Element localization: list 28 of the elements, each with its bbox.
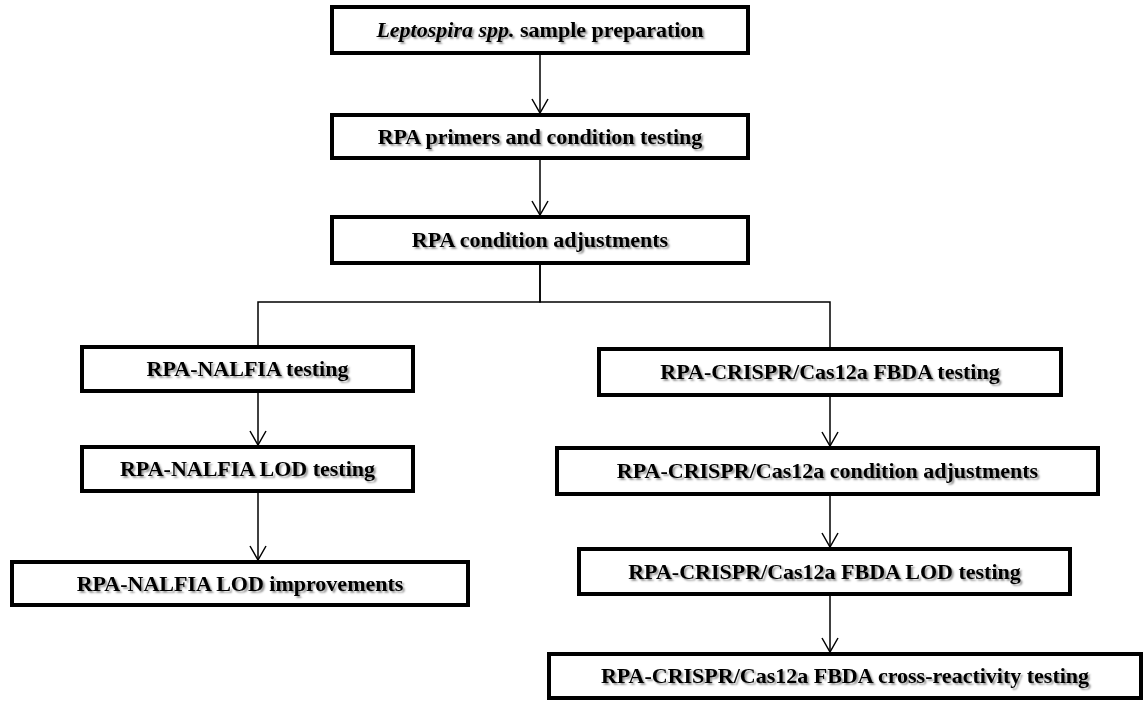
process-box — [597, 347, 1063, 397]
arrow — [821, 595, 839, 653]
process-box — [577, 547, 1072, 596]
step-label: RPA-CRISPR/Cas12a FBDA testing — [660, 359, 1000, 385]
connector-line — [539, 264, 831, 348]
process-box — [330, 113, 750, 160]
step-label: RPA-CRISPR/Cas12a FBDA LOD testing — [628, 558, 1021, 585]
step-label: RPA-NALFIA LOD testing — [120, 456, 375, 482]
process-box — [10, 560, 470, 607]
process-box — [330, 215, 750, 265]
step-label: Leptospira spp. sample preparation — [376, 17, 704, 43]
process-box — [547, 652, 1143, 700]
step-label: RPA condition adjustments — [411, 227, 669, 253]
arrow — [249, 392, 267, 446]
process-box — [80, 445, 415, 493]
process-box — [555, 446, 1100, 496]
arrow — [821, 396, 839, 447]
process-box — [80, 345, 415, 393]
step-label: RPA primers and condition testing — [377, 123, 703, 150]
arrow — [531, 159, 549, 216]
step-label: RPA-NALFIA LOD improvements — [76, 570, 404, 597]
arrow — [249, 492, 267, 561]
arrow — [531, 54, 549, 114]
step-label: RPA-CRISPR/Cas12a FBDA cross-reactivity testing — [600, 663, 1090, 689]
step-label: RPA-CRISPR/Cas12a condition adjustments — [616, 458, 1039, 484]
arrow — [821, 495, 839, 548]
process-box — [330, 5, 750, 55]
step-label: RPA-NALFIA testing — [146, 356, 349, 382]
